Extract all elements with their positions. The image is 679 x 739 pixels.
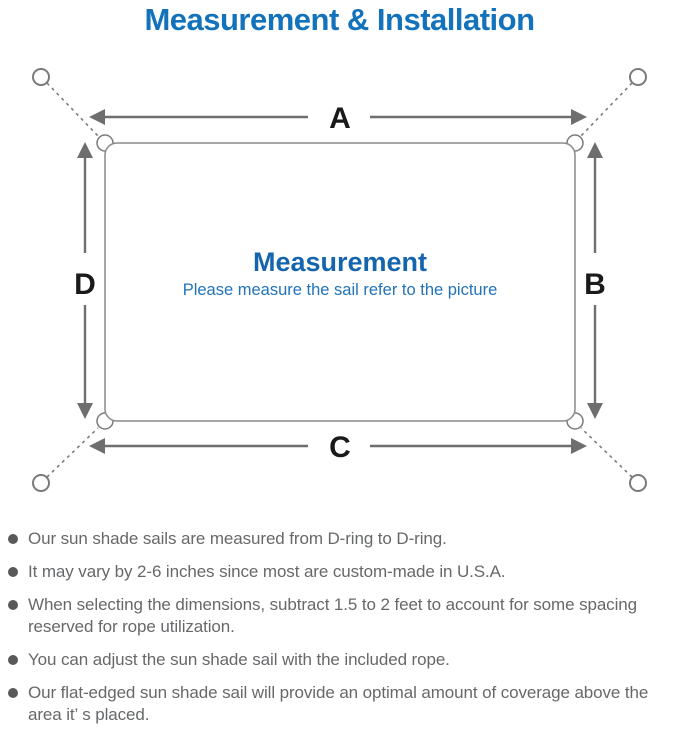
- bullet-icon: [8, 600, 18, 610]
- anchor-point-icons: [32, 68, 647, 492]
- diagram-center-subtitle: Please measure the sail refer to the pic…: [183, 281, 498, 299]
- anchor-ring-top-right-icon: [629, 68, 647, 86]
- diagram-center-title: Measurement: [253, 247, 427, 277]
- arrowhead-c-right-icon: [571, 438, 587, 454]
- list-item: When selecting the dimensions, subtract …: [8, 594, 671, 638]
- dimension-label-a: A: [329, 102, 351, 135]
- arrowhead-b-down-icon: [587, 403, 603, 419]
- list-item: Our flat-edged sun shade sail will provi…: [8, 682, 671, 726]
- anchor-ring-top-left-icon: [32, 68, 50, 86]
- sail-outline: [104, 142, 576, 422]
- list-item: You can adjust the sun shade sail with t…: [8, 649, 671, 671]
- note-text: Our flat-edged sun shade sail will provi…: [28, 683, 649, 724]
- arrowhead-b-up-icon: [587, 142, 603, 158]
- arrowhead-d-down-icon: [77, 403, 93, 419]
- note-text: When selecting the dimensions, subtract …: [28, 595, 637, 636]
- dashed-line-bottom-right: [580, 427, 633, 478]
- measurement-diagram: A B C D Measurement Please measure the s…: [32, 68, 647, 492]
- dimension-label-d: D: [74, 268, 96, 301]
- bullet-icon: [8, 688, 18, 698]
- bullet-icon: [8, 534, 18, 544]
- dashed-line-bottom-left: [46, 427, 99, 478]
- anchor-ring-bottom-left-icon: [32, 474, 50, 492]
- measurement-arrow-lines: [83, 115, 597, 448]
- dimension-label-c: C: [329, 431, 351, 464]
- list-item: Our sun shade sails are measured from D-…: [8, 528, 671, 550]
- measurement-arrowheads: [77, 109, 603, 454]
- arrowhead-d-up-icon: [77, 142, 93, 158]
- arrowhead-c-left-icon: [89, 438, 105, 454]
- arrowhead-a-right-icon: [571, 109, 587, 125]
- dashed-tension-lines: [46, 82, 633, 478]
- dashed-line-top-right: [580, 82, 633, 137]
- bullet-icon: [8, 655, 18, 665]
- notes-list: Our sun shade sails are measured from D-…: [0, 528, 679, 737]
- dimension-label-b: B: [584, 268, 606, 301]
- note-text: Our sun shade sails are measured from D-…: [28, 529, 447, 548]
- list-item: It may vary by 2-6 inches since most are…: [8, 561, 671, 583]
- bullet-icon: [8, 567, 18, 577]
- note-text: It may vary by 2-6 inches since most are…: [28, 562, 506, 581]
- anchor-ring-bottom-right-icon: [629, 474, 647, 492]
- arrowhead-a-left-icon: [89, 109, 105, 125]
- page-title: Measurement & Installation: [144, 2, 535, 37]
- note-text: You can adjust the sun shade sail with t…: [28, 650, 450, 669]
- dashed-line-top-left: [46, 82, 99, 137]
